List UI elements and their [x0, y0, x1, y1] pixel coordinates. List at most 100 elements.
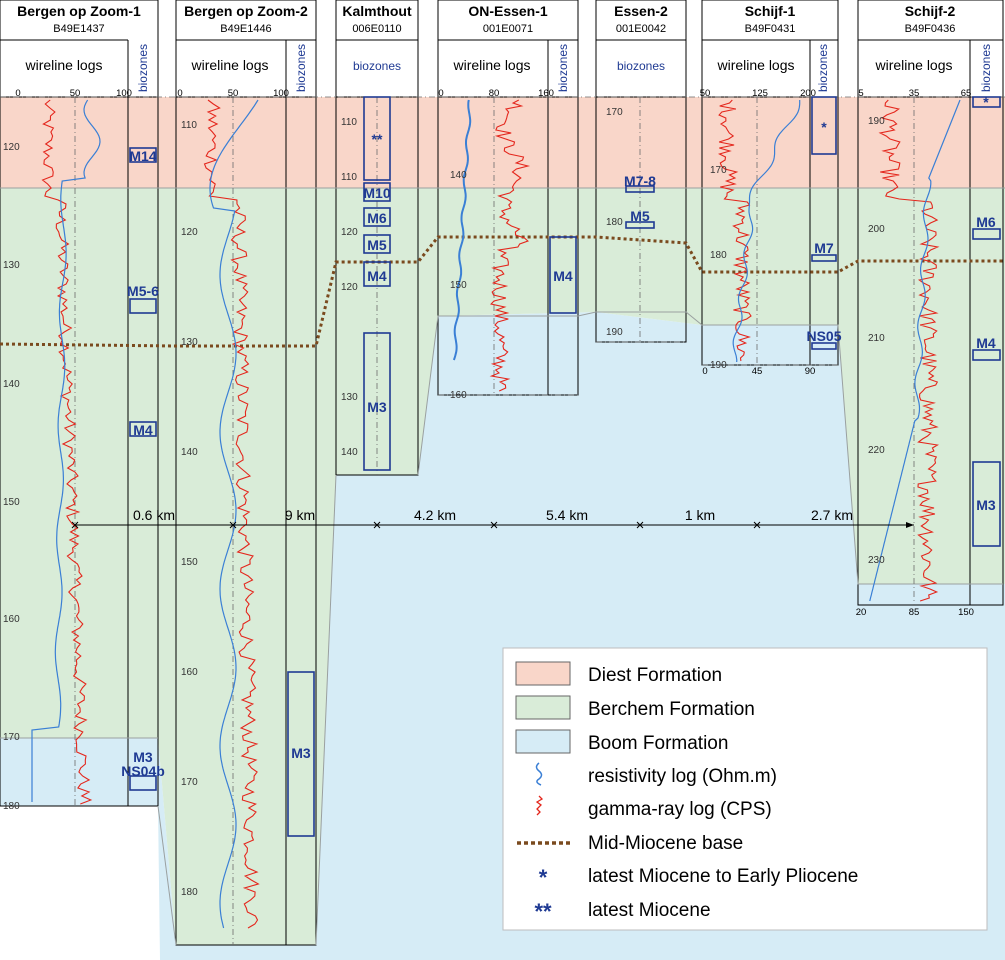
depth-label: 150 — [181, 557, 198, 568]
section-label: wireline logs — [452, 57, 530, 73]
scale-tick-label: 35 — [909, 88, 920, 99]
depth-label: 160 — [3, 614, 20, 625]
legend-label: resistivity log (Ohm.m) — [588, 766, 777, 787]
scale-tick-label: 0 — [177, 88, 182, 99]
zone-label: M10 — [363, 185, 390, 201]
gamma-log-essen1 — [489, 99, 531, 392]
depth-label: 150 — [450, 280, 467, 291]
zone-label: NS04b — [121, 763, 165, 779]
mid-miocene-base-line — [0, 235, 1005, 348]
distance-label: 4.2 km — [414, 507, 456, 523]
distance-label: 2.7 km — [811, 507, 853, 523]
resistivity-log-bergen1 — [31, 99, 101, 802]
depth-label: 200 — [868, 224, 885, 235]
section-label: biozones — [556, 44, 570, 92]
legend: * ** Diest Formation Berchem Formation B… — [502, 647, 988, 931]
scale-tick-label: 65 — [961, 88, 972, 99]
well-name: Kalmthout — [342, 3, 412, 19]
well-name: Essen-2 — [614, 3, 668, 19]
well-id: B49E1446 — [220, 23, 271, 35]
resistivity-log-essen1 — [452, 99, 472, 361]
header-texts: Bergen op Zoom-1 B49E1437 wireline logs … — [17, 3, 993, 92]
depth-label: 220 — [868, 445, 885, 456]
zone-label: M4 — [976, 335, 996, 351]
legend-swatch-boom — [515, 729, 571, 754]
zone-label: M3 — [976, 497, 996, 513]
scale-tick-label: 5 — [858, 88, 863, 99]
diest-formation-fill — [0, 97, 1005, 188]
zone-label: NS05 — [806, 328, 841, 344]
scale-tick-label: 0 — [702, 366, 707, 377]
legend-swatch-diest — [515, 661, 571, 686]
depth-label: 180 — [606, 217, 623, 228]
section-label: biozones — [816, 44, 830, 92]
depth-label: 180 — [710, 250, 727, 261]
depth-label: 230 — [868, 555, 885, 566]
resistivity-squiggle-icon — [535, 762, 543, 786]
zone-labels: M14 M5-6 M4 M3 NS04b M3 M10 M6 M5 M4 M3 … — [121, 94, 996, 779]
depth-label: 110 — [181, 120, 197, 131]
gamma-squiggle-icon — [535, 795, 544, 816]
zone-label: M14 — [129, 148, 156, 164]
well-name: Schijf-1 — [745, 3, 796, 19]
well-name: Bergen op Zoom-2 — [184, 3, 308, 19]
depth-label: 160 — [181, 667, 198, 678]
scale-tick-label: 200 — [800, 88, 816, 99]
scale-tick-label: 50 — [228, 88, 239, 99]
well-id: B49F0436 — [905, 23, 956, 35]
zone-label: M4 — [133, 422, 153, 438]
berchem-formation-fill — [0, 188, 1005, 945]
depth-label: 110 — [341, 117, 357, 128]
depth-label: 190 — [868, 116, 885, 127]
well-id: B49F0431 — [745, 23, 796, 35]
section-label: wireline logs — [24, 57, 102, 73]
zone-marker: ** — [372, 131, 383, 147]
section-label: biozones — [617, 59, 665, 73]
depth-label: 140 — [3, 379, 20, 390]
zone-marker: * — [821, 119, 827, 135]
gamma-log-schijf1 — [717, 99, 752, 362]
legend-label: Mid-Miocene base — [588, 833, 743, 854]
scale-tick-label: 0 — [438, 88, 443, 99]
legend-label: gamma-ray log (CPS) — [588, 799, 772, 820]
scale-tick-label: 160 — [538, 88, 554, 99]
depth-label: 170 — [606, 107, 623, 118]
zone-label: M6 — [367, 210, 387, 226]
depth-label: 190 — [606, 327, 623, 338]
zone-label: M3 — [133, 749, 153, 765]
depth-label: 130 — [341, 392, 358, 403]
well-name: Schijf-2 — [905, 3, 956, 19]
depth-label: 150 — [3, 497, 20, 508]
resistivity-log-bergen2 — [209, 99, 259, 929]
section-label: wireline logs — [190, 57, 268, 73]
depth-label: 180 — [3, 801, 20, 812]
well-id: 001E0042 — [616, 23, 666, 35]
section-label: wireline logs — [874, 57, 952, 73]
depth-label: 180 — [181, 887, 198, 898]
well-id: B49E1437 — [53, 23, 104, 35]
depth-label: 130 — [181, 337, 198, 348]
gamma-log-bergen2 — [203, 99, 260, 929]
distance-axis: 0.6 km 9 km 4.2 km 5.4 km 1 km 2.7 km — [71, 507, 914, 529]
depth-label: 120 — [341, 282, 358, 293]
zone-label: M5 — [630, 208, 650, 224]
resistivity-log-schijf2 — [869, 99, 961, 602]
gamma-log-schijf2 — [878, 99, 940, 602]
depth-label: 120 — [341, 227, 358, 238]
scale-tick-label: 100 — [116, 88, 132, 99]
well-id: 001E0071 — [483, 23, 533, 35]
zone-label: M4 — [553, 268, 573, 284]
depth-labels: 120 130 140 150 160 170 180 110 120 130 … — [3, 107, 885, 898]
scale-tick-label: 50 — [70, 88, 81, 99]
well-id: 006E0110 — [352, 23, 401, 35]
scale-tick-label: 20 — [856, 607, 867, 618]
distance-label: 5.4 km — [546, 507, 588, 523]
section-label: biozones — [294, 44, 308, 92]
well-name: Bergen op Zoom-1 — [17, 3, 141, 19]
scale-tick-label: 100 — [273, 88, 289, 99]
section-label: wireline logs — [716, 57, 794, 73]
section-label: biozones — [979, 44, 993, 92]
scale-tick-label: 150 — [958, 607, 974, 618]
distance-label: 1 km — [685, 507, 715, 523]
